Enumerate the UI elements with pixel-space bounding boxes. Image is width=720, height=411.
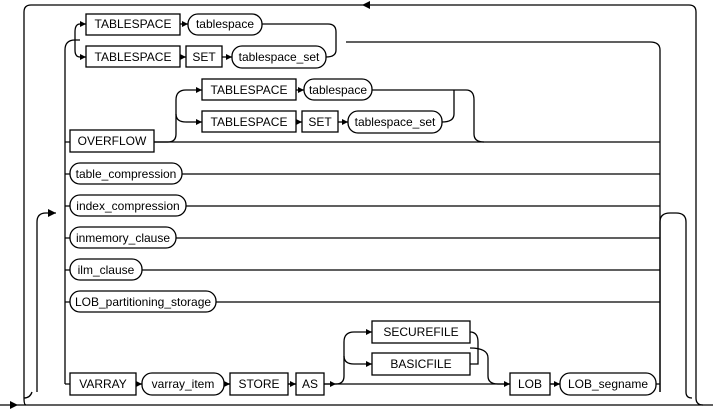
nonterminal-lob-partitioning-storage: LOB_partitioning_storage: [69, 290, 217, 313]
arrow-icon: [196, 119, 202, 125]
arrow-icon: [342, 119, 348, 125]
arrow-icon: [330, 381, 336, 387]
arrow-icon: [196, 87, 202, 93]
nonterminal-label: tablespace_set: [239, 50, 320, 64]
keyword-store: STORE: [229, 372, 289, 396]
keyword-set-1: SET: [185, 45, 223, 68]
arrow-icon: [136, 381, 142, 387]
arrow-icon: [180, 54, 186, 60]
keyword-label: OVERFLOW: [78, 134, 147, 148]
nonterminal-tablespace-set-2: tablespace_set: [347, 110, 443, 134]
arrow-icon: [290, 381, 296, 387]
arrow-icon: [80, 21, 86, 27]
keyword-basicfile: BASICFILE: [371, 352, 471, 376]
keyword-securefile: SECUREFILE: [371, 320, 471, 344]
nonterminal-label: inmemory_clause: [76, 231, 170, 245]
keyword-label: LOB: [518, 377, 542, 391]
branch-lines: [64, 23, 661, 392]
nonterminal-tablespace-set-1: tablespace_set: [231, 45, 327, 69]
arrow-icon: [182, 21, 188, 27]
arrows: [80, 21, 560, 387]
keyword-label: TABLESPACE: [95, 17, 172, 31]
keyword-overflow: OVERFLOW: [69, 129, 155, 153]
nonterminal-tablespace-1: tablespace: [187, 13, 263, 36]
arrow-icon: [554, 381, 560, 387]
keyword-tablespace-3: TABLESPACE: [201, 78, 297, 101]
arrow-icon: [366, 329, 372, 335]
nonterminal-label: LOB_partitioning_storage: [75, 295, 211, 309]
keyword-label: BASICFILE: [390, 357, 451, 371]
arrow-icon: [504, 381, 510, 387]
nonterminal-label: LOB_segname: [568, 377, 648, 391]
keyword-varray: VARRAY: [69, 372, 137, 396]
arrow-icon: [48, 209, 56, 217]
arrow-icon: [226, 54, 232, 60]
nonterminal-label: index_compression: [76, 199, 179, 213]
keyword-label: AS: [302, 377, 318, 391]
keyword-label: SET: [192, 50, 216, 64]
nonterminal-label: ilm_clause: [78, 263, 135, 277]
arrow-icon: [80, 54, 86, 60]
nonterminal-tablespace-2: tablespace: [303, 78, 373, 101]
keyword-label: TABLESPACE: [211, 115, 288, 129]
nonterminal-label: tablespace: [309, 83, 367, 97]
nonterminal-index-compression: index_compression: [69, 194, 187, 217]
nonterminal-label: tablespace_set: [355, 115, 436, 129]
arrow-icon: [366, 361, 372, 367]
keyword-tablespace-1: TABLESPACE: [85, 13, 181, 36]
nonterminal-varray-item: varray_item: [141, 372, 225, 396]
nonterminal-ilm-clause: ilm_clause: [69, 258, 143, 281]
loop-arrow-icon: [362, 1, 370, 9]
keyword-label: TABLESPACE: [211, 83, 288, 97]
nonterminal-boxes: tablespace tablespace_set tablespace tab…: [69, 13, 657, 396]
arrow-icon: [224, 381, 230, 387]
arrow-icon: [298, 87, 304, 93]
nonterminal-inmemory-clause: inmemory_clause: [69, 226, 177, 249]
nonterminal-lob-segname: LOB_segname: [559, 372, 657, 396]
nonterminal-label: varray_item: [152, 377, 215, 391]
keyword-label: VARRAY: [79, 377, 127, 391]
keyword-label: STORE: [238, 377, 279, 391]
nonterminal-label: tablespace: [196, 17, 254, 31]
keyword-tablespace-4: TABLESPACE: [201, 110, 297, 133]
keyword-label: SECUREFILE: [383, 325, 458, 339]
keyword-set-2: SET: [301, 110, 339, 133]
arrow-icon: [296, 119, 302, 125]
keyword-boxes: TABLESPACE TABLESPACE SET OVERFLOW TABLE…: [69, 13, 551, 396]
nonterminal-label: table_compression: [76, 167, 177, 181]
keyword-as: AS: [295, 372, 325, 396]
nonterminal-table-compression: table_compression: [69, 162, 183, 185]
choice-loop: [23, 209, 693, 399]
keyword-tablespace-2: TABLESPACE: [85, 45, 181, 68]
entry-arrow-icon: [10, 401, 18, 409]
keyword-lob: LOB: [509, 372, 551, 396]
keyword-label: TABLESPACE: [95, 50, 172, 64]
keyword-label: SET: [308, 115, 332, 129]
